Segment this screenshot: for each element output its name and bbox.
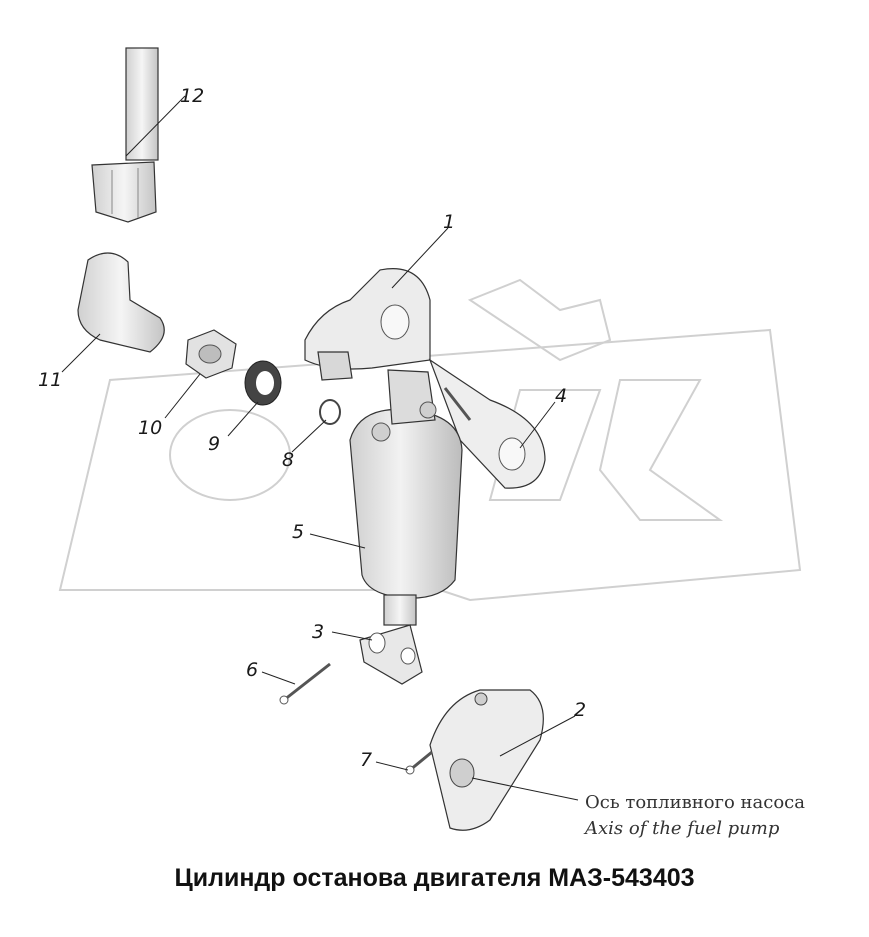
callout-4: 4 <box>555 385 567 407</box>
callout-10: 10 <box>138 417 162 439</box>
callout-5: 5 <box>292 521 304 543</box>
note-russian: Ось топливного насоса <box>585 792 805 813</box>
callout-2: 2 <box>574 699 586 721</box>
callout-11: 11 <box>38 369 62 391</box>
part-10-hex-nut <box>185 329 237 379</box>
part-4-link-arm <box>428 358 546 489</box>
part-5-cylinder <box>349 369 463 626</box>
callout-12: 12 <box>180 85 204 107</box>
callout-6: 6 <box>246 659 258 681</box>
part-9-washer <box>244 360 282 406</box>
part-8-o-ring <box>319 399 341 425</box>
part-7-pin <box>405 750 433 775</box>
part-12-tube-with-nut <box>91 47 159 223</box>
callout-1: 1 <box>443 211 455 233</box>
part-11-elbow-fitting <box>77 252 165 353</box>
part-6-cotter-pin <box>279 662 331 705</box>
callout-3: 3 <box>312 621 324 643</box>
leader-lines <box>61 95 579 801</box>
part-1-lever <box>304 268 431 381</box>
callout-7: 7 <box>360 749 372 771</box>
part-3-rod-end <box>359 624 423 685</box>
diagram-title: Цилиндр останова двигателя МАЗ-543403 <box>174 864 695 892</box>
callout-9: 9 <box>208 433 220 455</box>
note-english: Axis of the fuel pump <box>583 818 780 839</box>
callout-labels: 1 2 3 4 5 6 7 8 9 10 11 12 <box>38 85 586 771</box>
fuel-pump-axis-note: Ось топливного насоса Axis of the fuel p… <box>583 792 805 839</box>
part-2-bracket-plate <box>429 689 544 831</box>
callout-8: 8 <box>282 449 294 471</box>
